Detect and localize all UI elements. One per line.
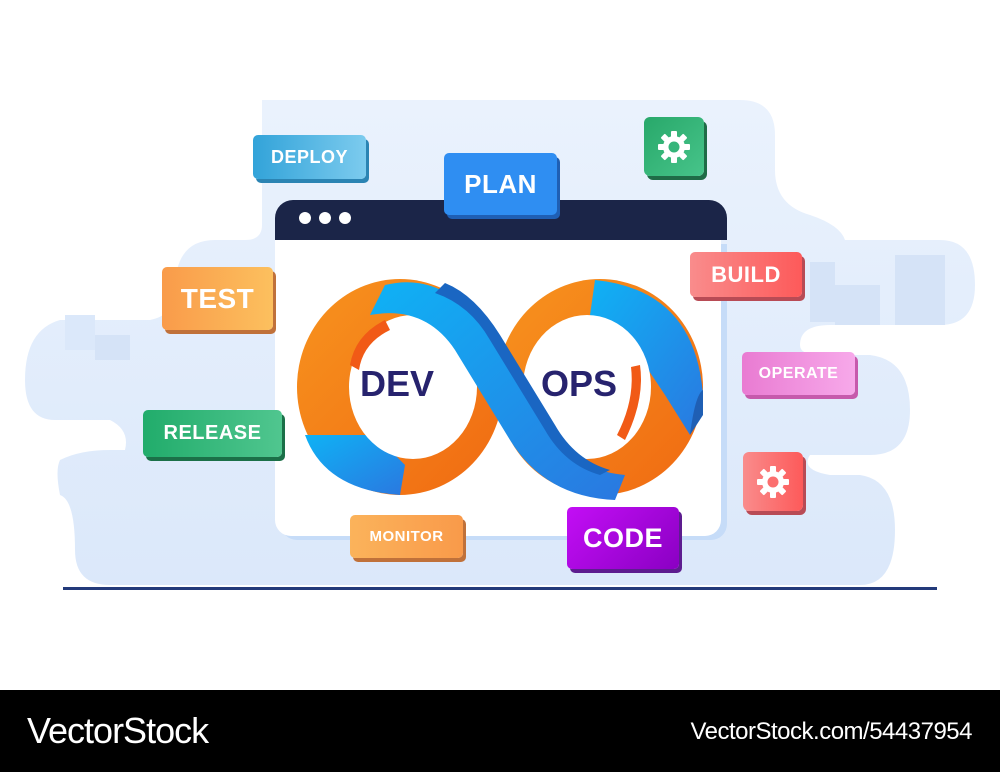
devops-ops-label: OPS	[541, 363, 618, 404]
window-dot-icon	[339, 212, 351, 224]
tag-code: CODE	[567, 507, 679, 569]
footer-image-id: VectorStock.com/54437954	[690, 718, 972, 745]
tag-deploy: DEPLOY	[253, 135, 366, 179]
watermark-footer: VectorStock VectorStock.com/54437954	[0, 690, 1000, 772]
devops-infinity-icon	[297, 279, 703, 500]
tag-release: RELEASE	[143, 410, 282, 457]
gear-icon	[658, 130, 690, 163]
tag-build: BUILD	[690, 252, 802, 297]
gear-tile-red	[743, 452, 803, 511]
gear-tile-green	[644, 117, 704, 176]
footer-brand: VectorStock	[27, 710, 209, 751]
devops-dev-label: DEV	[360, 363, 435, 404]
tag-test: TEST	[162, 267, 273, 330]
tag-plan: PLAN	[444, 153, 557, 215]
gear-icon	[757, 465, 789, 498]
tag-monitor: MONITOR	[350, 515, 463, 558]
window-controls	[299, 212, 351, 224]
ground-line	[63, 587, 937, 590]
illustration-scene: DEV OPS DEPLOY PLAN TEST RELEASE BUILD O…	[25, 100, 975, 590]
window-dot-icon	[319, 212, 331, 224]
window-dot-icon	[299, 212, 311, 224]
tag-operate: OPERATE	[742, 352, 855, 395]
